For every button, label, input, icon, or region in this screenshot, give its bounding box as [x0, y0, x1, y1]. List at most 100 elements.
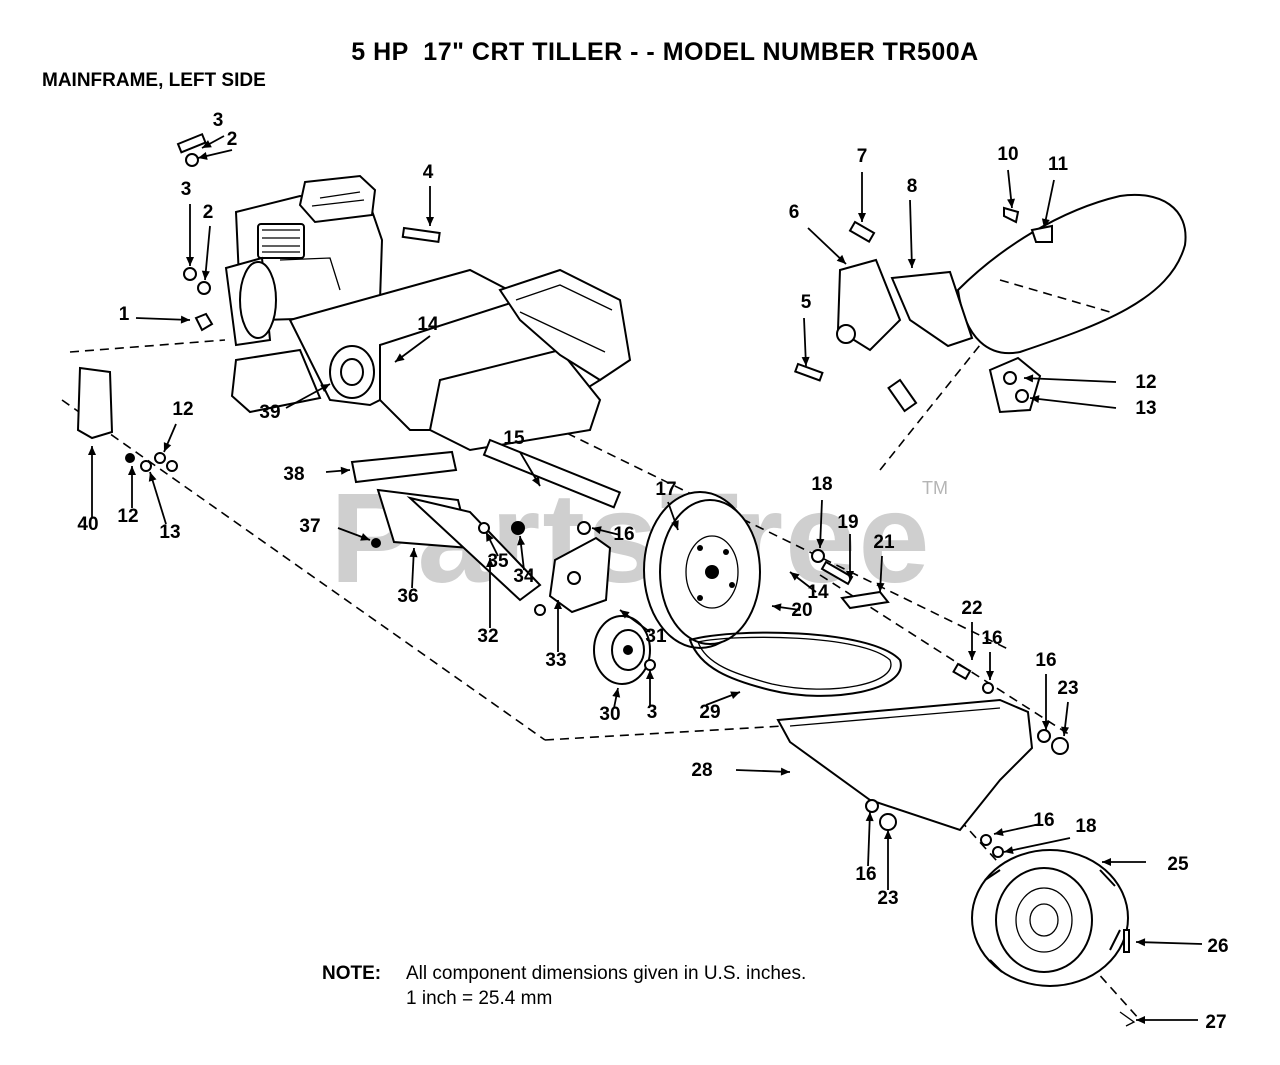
part-number-callout: 37 — [299, 516, 320, 537]
part-number-callout: 11 — [1048, 154, 1069, 175]
callout-arrowhead — [531, 476, 540, 486]
part-number-callout: 38 — [283, 464, 304, 485]
part-number-callout: 16 — [1035, 650, 1056, 671]
drive-belt — [688, 631, 902, 697]
part-number-callout: 12 — [172, 399, 193, 420]
callout-leader-line — [135, 317, 191, 321]
diagram-title: 5 HP 17" CRT TILLER - - MODEL NUMBER TR5… — [351, 38, 979, 66]
callout-arrowhead — [554, 600, 562, 609]
part-number-callout: 18 — [1075, 816, 1096, 837]
part-number-callout: 16 — [1033, 810, 1054, 831]
callout-arrowhead — [1030, 395, 1040, 404]
left-brackets — [76, 366, 542, 602]
part-number-callout: 5 — [801, 292, 812, 313]
part-number-callout: 3 — [181, 179, 192, 200]
large-pulley — [643, 491, 761, 649]
part-number-callout: 10 — [997, 144, 1018, 165]
callout-arrowhead — [816, 538, 825, 548]
callout-arrowhead — [592, 526, 602, 535]
part-number-callout: 27 — [1205, 1012, 1226, 1033]
callout-arrowhead — [780, 767, 790, 776]
callout-leader-line — [1023, 377, 1117, 383]
callout-arrowhead — [1004, 846, 1014, 855]
callout-arrowhead — [1061, 726, 1070, 736]
part-number-callout: 12 — [1135, 372, 1156, 393]
callout-arrowhead — [180, 315, 190, 324]
callout-arrowhead — [486, 532, 494, 542]
part-number-callout: 34 — [513, 566, 535, 587]
callout-arrowhead — [1024, 374, 1034, 383]
callout-arrowhead — [360, 533, 370, 541]
part-number-callout: 14 — [417, 314, 439, 335]
part-number-callout: 4 — [423, 162, 434, 183]
callout-arrowhead — [836, 254, 846, 264]
part-number-callout: 30 — [599, 704, 620, 725]
callout-arrowhead — [646, 670, 654, 679]
diagram-subtitle: MAINFRAME, LEFT SIDE — [42, 70, 266, 91]
part-number-callout: 16 — [855, 864, 876, 885]
watermark-trademark: TM — [922, 478, 948, 498]
callout-leader-line — [204, 225, 211, 281]
part-number-callout: 16 — [613, 524, 634, 545]
callout-arrowhead — [517, 536, 526, 546]
part-number-callout: 29 — [699, 702, 720, 723]
callout-arrowhead — [395, 353, 405, 362]
callout-leader-line — [735, 769, 791, 773]
part-number-callout: 15 — [503, 428, 525, 449]
callout-leader-line — [149, 471, 167, 525]
part-number-callout: 2 — [203, 202, 214, 223]
note-line-1: All component dimensions given in U.S. i… — [406, 963, 807, 984]
callout-arrowhead — [163, 442, 172, 452]
callout-leaders — [88, 135, 1203, 1024]
gear-bracket — [511, 521, 612, 616]
callout-leader-line — [1135, 941, 1203, 945]
part-number-callout: 12 — [117, 506, 138, 527]
callout-arrowhead — [801, 356, 810, 366]
callout-arrowhead — [88, 446, 96, 455]
callout-arrowhead — [486, 558, 494, 567]
note-line-2: 1 inch = 25.4 mm — [406, 988, 553, 1009]
callout-arrowhead — [1136, 1016, 1145, 1024]
part-number-callout: 23 — [877, 888, 898, 909]
callout-arrowhead — [186, 257, 194, 266]
part-number-callout: 17 — [655, 479, 676, 500]
part-number-callout: 35 — [487, 551, 509, 572]
part-number-callout: 6 — [789, 202, 800, 223]
belt-cover — [776, 698, 1034, 832]
small-pulley — [593, 615, 656, 685]
part-number-callout: 28 — [691, 760, 712, 781]
part-number-callout: 36 — [397, 586, 418, 607]
callout-arrowhead — [201, 270, 210, 280]
callout-arrowhead — [1042, 721, 1050, 730]
part-number-callout: 14 — [807, 582, 829, 603]
callout-leader-line — [1029, 397, 1117, 409]
callout-arrowhead — [202, 140, 212, 148]
callout-arrowhead — [790, 572, 800, 581]
part-number-callout: 18 — [811, 474, 832, 495]
callout-arrowhead — [865, 812, 874, 822]
part-number-callout: 26 — [1207, 936, 1228, 957]
part-number-callout: 22 — [961, 598, 982, 619]
part-number-callout: 32 — [477, 626, 498, 647]
part-number-callout: 7 — [857, 146, 868, 167]
callout-arrowhead — [620, 610, 630, 619]
part-number-callout: 40 — [77, 514, 98, 535]
callout-leader-line — [867, 811, 871, 867]
callout-arrowhead — [612, 688, 621, 698]
part-number-callout: 16 — [981, 628, 1002, 649]
shaft-and-bracket — [820, 560, 972, 681]
callout-arrowhead — [968, 651, 976, 660]
callout-arrowhead — [409, 548, 418, 558]
callout-arrowhead — [884, 830, 892, 839]
part-number-callout: 39 — [259, 402, 280, 423]
engine — [224, 174, 384, 414]
callout-arrowhead — [876, 582, 885, 592]
callout-arrowhead — [858, 213, 866, 222]
part-number-callout: 23 — [1057, 678, 1078, 699]
part-number-callout: 13 — [159, 522, 180, 543]
part-number-callout: 21 — [873, 532, 895, 553]
part-number-callout: 31 — [645, 626, 667, 647]
callout-arrowhead — [320, 384, 330, 392]
callout-leader-line — [1003, 837, 1071, 853]
part-number-callout: 13 — [1135, 398, 1156, 419]
